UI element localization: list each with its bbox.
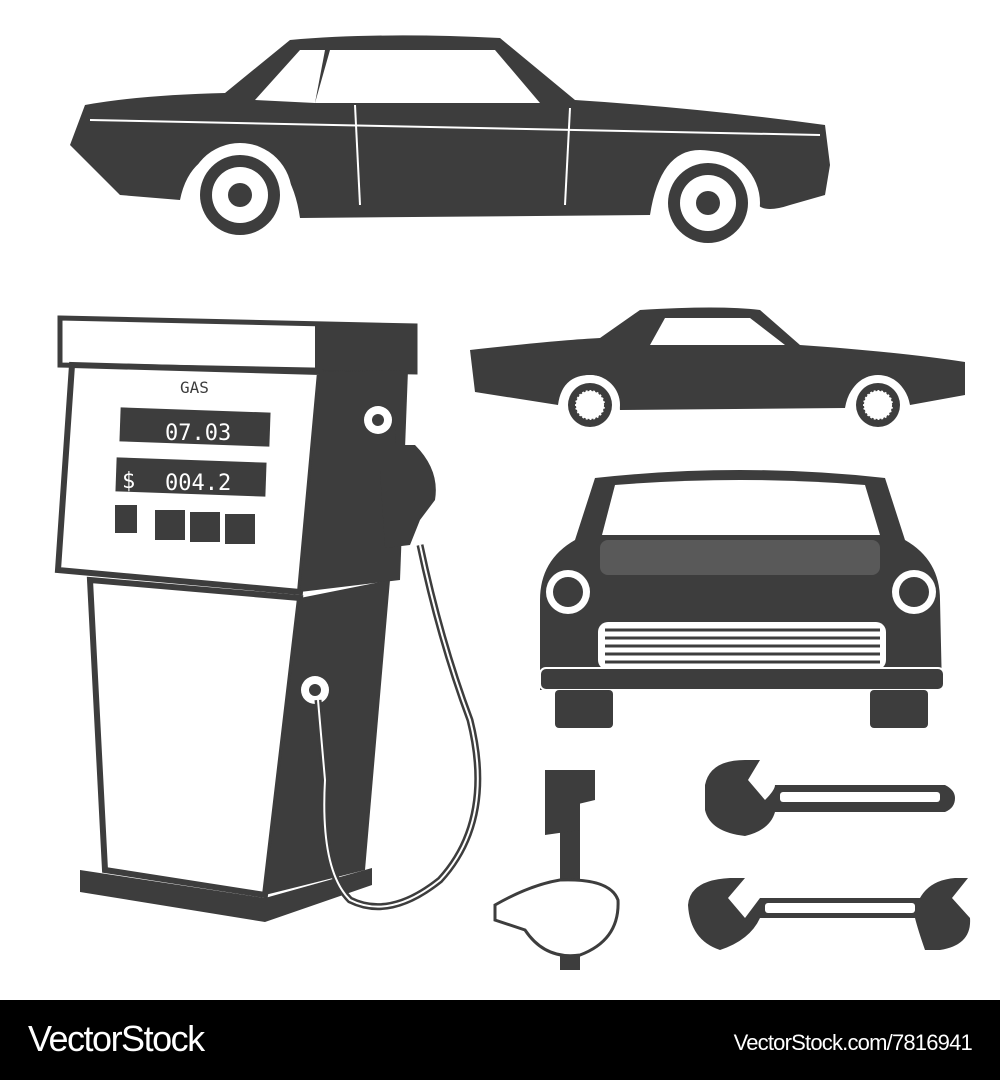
footer-url: VectorStock.com/7816941 <box>733 1030 973 1055</box>
gas-pump-icon: GAS 07.03 $ 004.2 <box>54 315 482 922</box>
footer-brand: VectorStock <box>28 1018 205 1059</box>
open-end-wrench-icon <box>705 760 955 836</box>
illustration-canvas: GAS 07.03 $ 004.2 <box>54 35 971 970</box>
watermark-footer: VectorStock VectorStock.com/7816941 <box>0 1000 1000 1080</box>
car-front-icon <box>539 470 945 728</box>
classic-car-side-icon <box>70 35 830 255</box>
double-open-end-wrench-icon <box>688 878 971 950</box>
pump-volume-display: 07.03 <box>165 421 231 446</box>
pump-price-symbol: $ <box>122 469 135 494</box>
pump-title: GAS <box>180 378 209 397</box>
pump-price-display: 004.2 <box>165 471 231 496</box>
pipe-wrench-in-hand-icon <box>493 770 620 970</box>
muscle-car-side-icon <box>470 307 965 435</box>
